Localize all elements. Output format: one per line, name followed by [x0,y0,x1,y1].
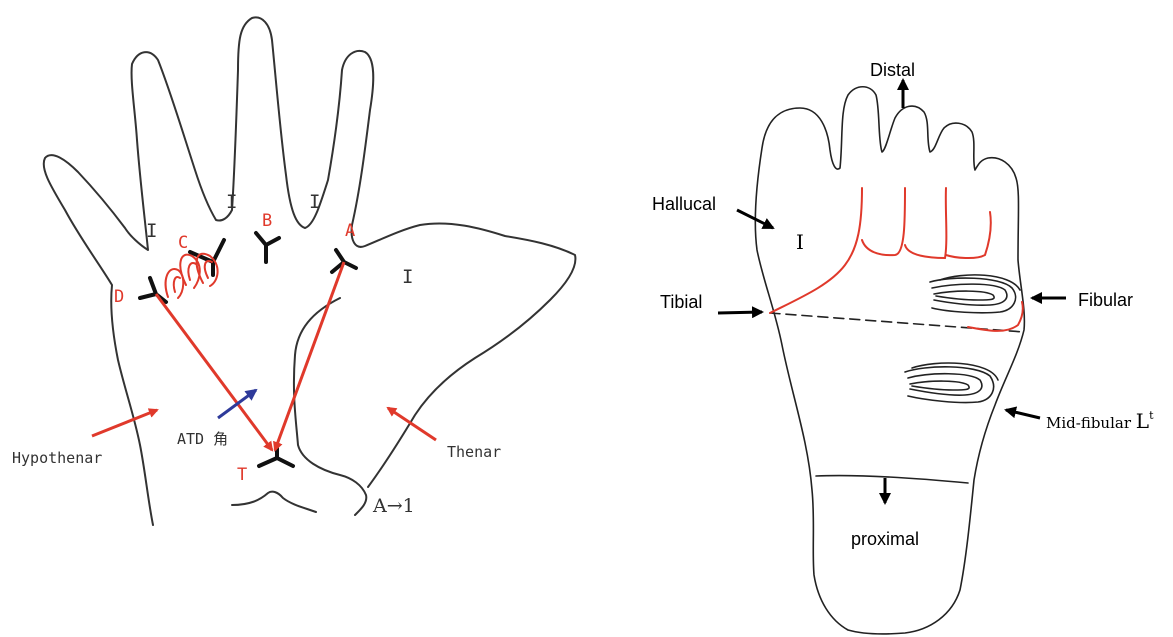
label-a-to-1: A→1 [372,495,415,517]
label-hypothenar: Hypothenar [12,449,102,467]
label-b: B [262,211,272,231]
a-to-t-line [275,262,344,450]
label-i-ring: I [226,191,237,213]
fibular-loop-pattern [930,275,1020,313]
label-mid-fibular-main: Mid-fibular [1046,414,1136,432]
tibial-arrow [718,312,762,313]
label-atd-angle: ATD 角 [177,430,228,448]
label-a: A [345,221,355,241]
label-hallucal: Hallucal [652,194,716,214]
label-mid-fibular-l: L [1136,409,1149,433]
label-proximal: proximal [851,529,919,549]
label-mid-fibular: Mid-fibular Lt [1046,409,1154,433]
hand-drawing: I I I I C B A D T Hypothenar ATD 角 Thena… [12,17,575,525]
label-thenar: Thenar [447,443,501,461]
label-d: D [114,287,124,307]
triradius-a-mark [332,250,356,272]
proximal-crease [816,475,968,483]
label-mid-fibular-sup: t [1149,409,1154,422]
mid-fibular-arrow [1006,410,1040,418]
foot-drawing: Distal Hallucal I Tibial Fibular Mid-fib… [652,60,1154,634]
wrist-crease [232,492,316,512]
label-tibial: Tibial [660,292,702,312]
d-to-t-line [156,294,272,450]
label-i-middle: I [309,191,320,213]
label-i-index: I [402,266,413,288]
label-fibular: Fibular [1078,290,1133,310]
hypothenar-arrow [92,410,157,436]
label-i-little: I [146,220,157,242]
mid-fibular-loop-pattern [905,363,998,403]
triradius-b-mark [256,233,279,262]
toe-flexion-creases [770,188,1023,331]
thenar-arrow [388,408,436,440]
foot-outline [755,87,1024,634]
label-c: C [178,233,188,253]
label-distal: Distal [870,60,915,80]
interdigital-loops [166,254,218,298]
triradius-d-mark [140,278,166,302]
atd-angle-arrow [218,390,256,418]
label-foot-i: I [796,230,804,254]
thenar-crease [294,298,366,515]
label-t: T [237,465,247,485]
